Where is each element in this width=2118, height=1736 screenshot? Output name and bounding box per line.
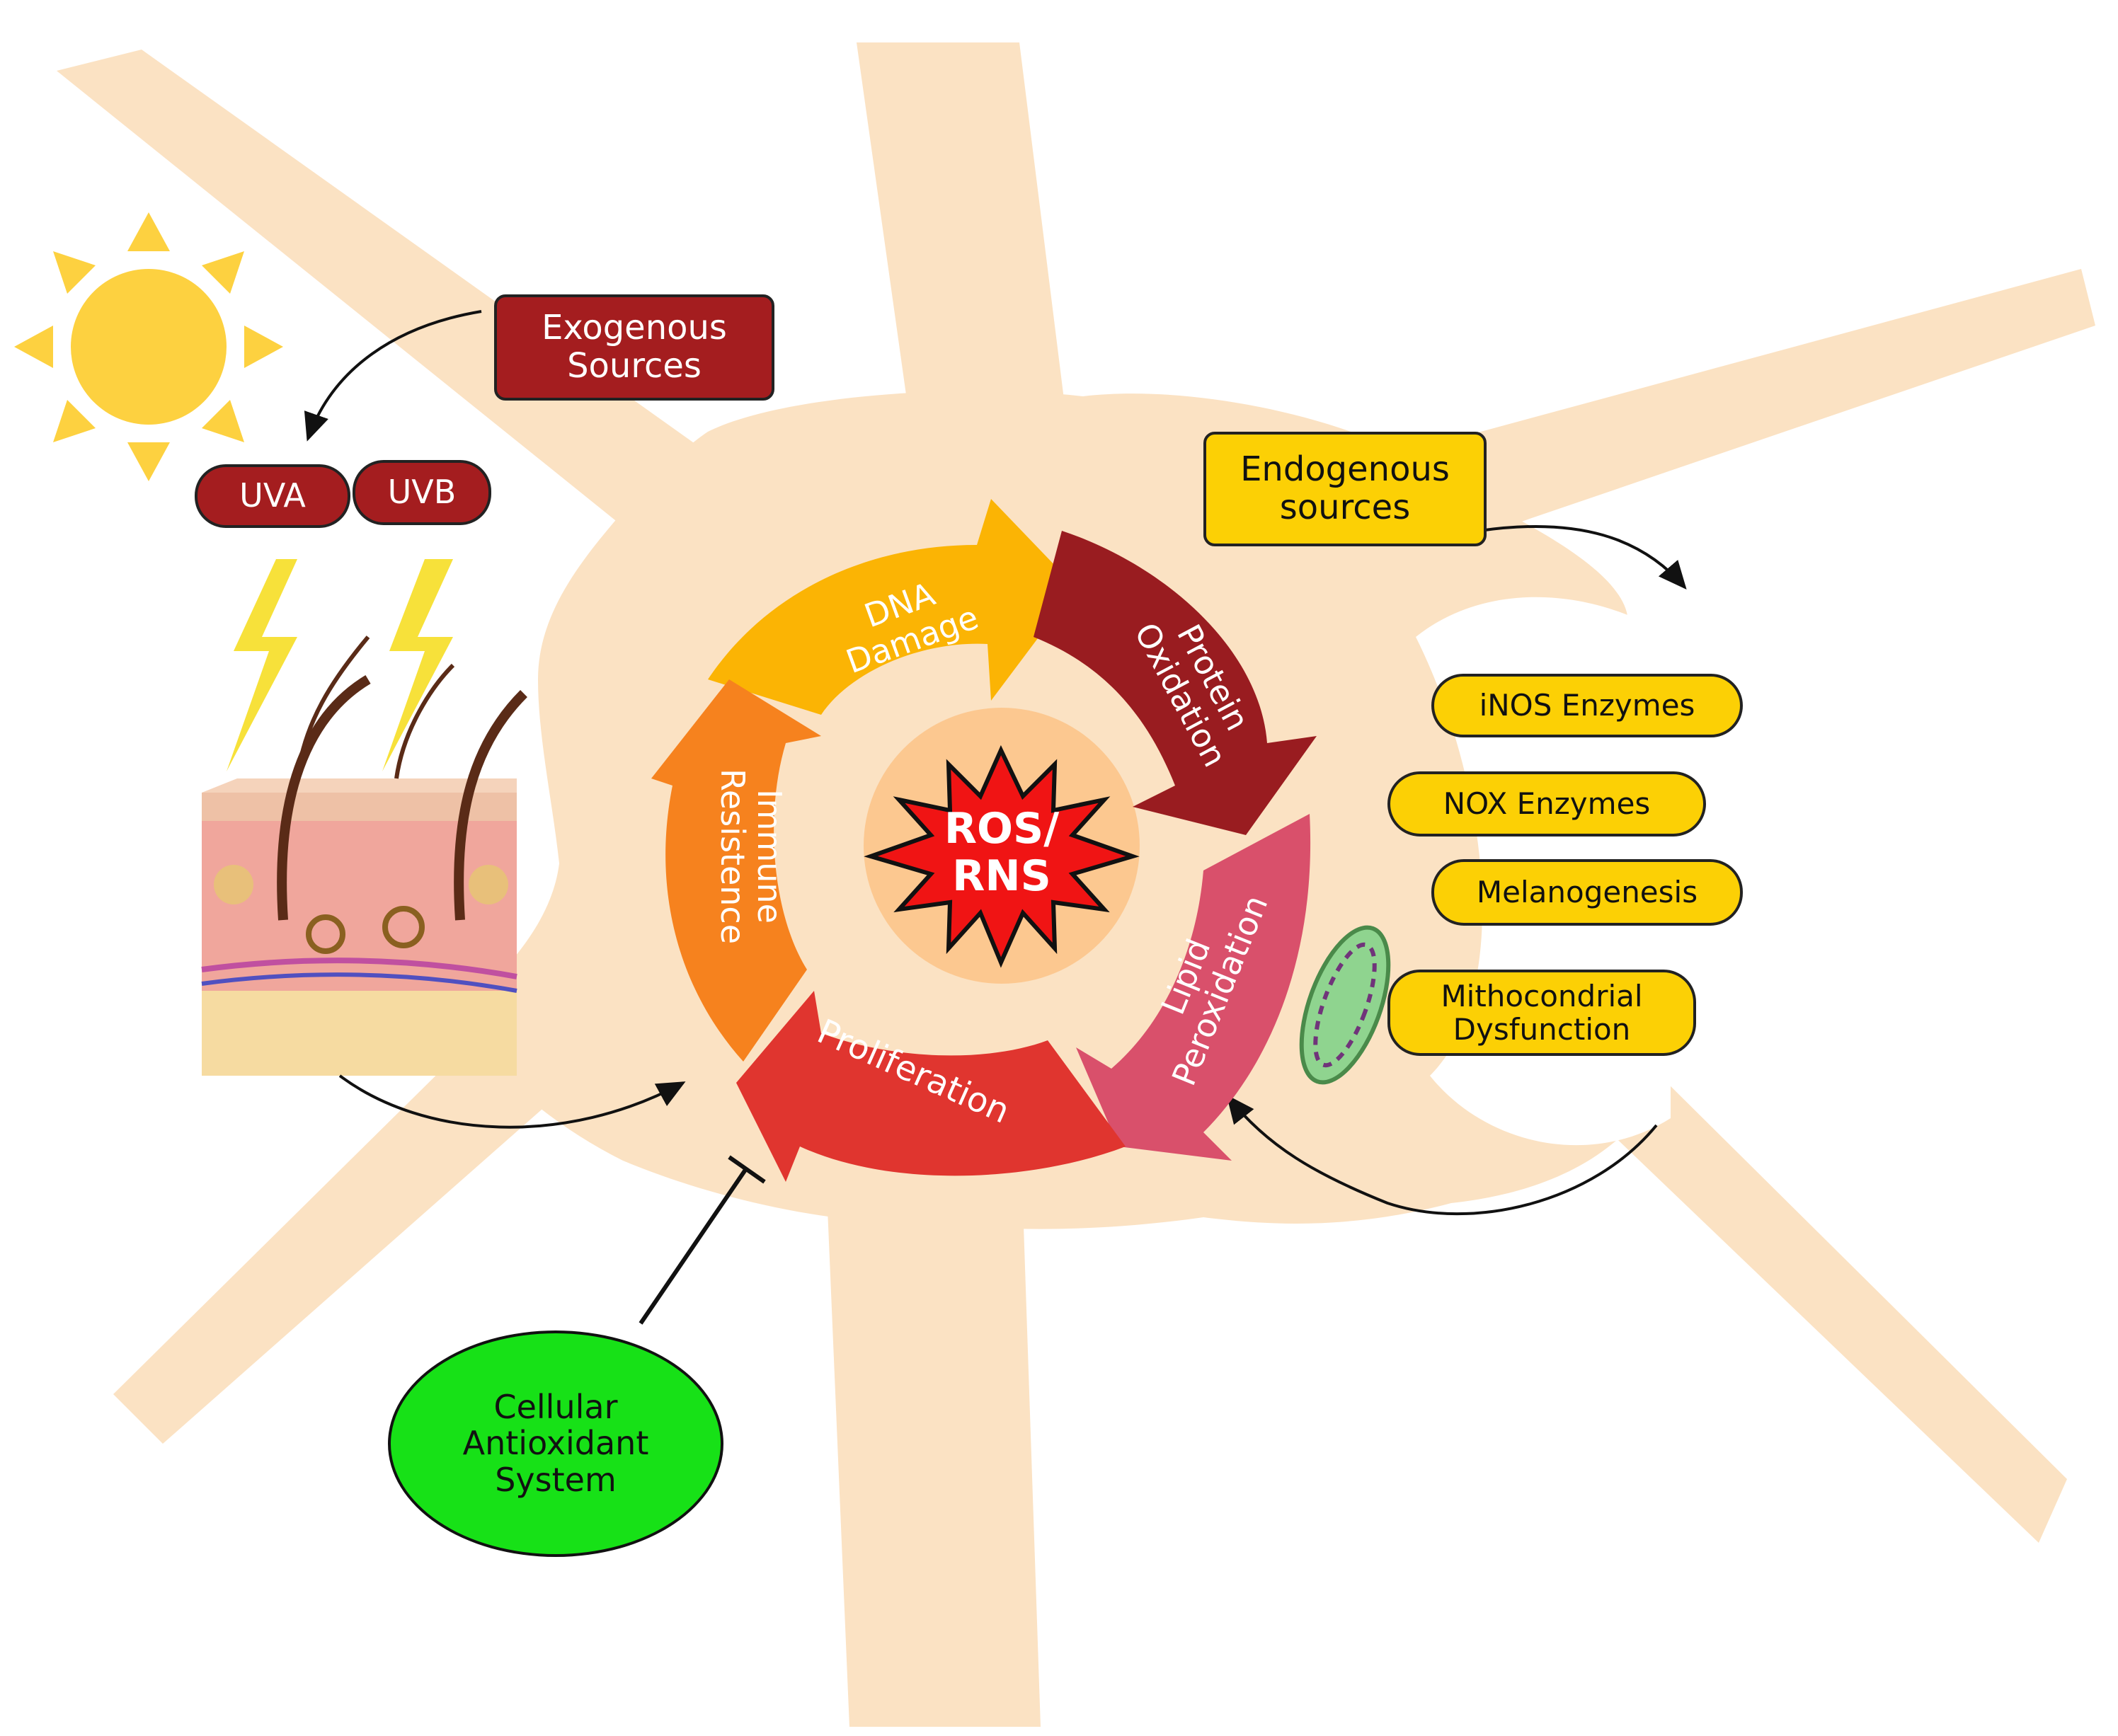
skin-to-cell-arrow: [338, 1074, 686, 1129]
immune-resistence-label: Immune Resistence: [714, 769, 789, 944]
exogenous-sources-box: Exogenous Sources: [494, 294, 774, 401]
exogenous-sources-label: Exogenous Sources: [542, 308, 727, 386]
endogenous-arrow: [1479, 524, 1687, 590]
inos-enzymes-badge: iNOS Enzymes: [1431, 674, 1743, 737]
cellular-antioxidant-system-label: Cellular Antioxidant System: [462, 1387, 649, 1499]
mitochondrial-dysfunction-badge: Mithocondrial Dysfunction: [1387, 970, 1696, 1056]
uvb-label: UVB: [387, 473, 457, 512]
sun-icon: [14, 212, 283, 481]
nox-enzymes-badge: NOX Enzymes: [1387, 771, 1706, 837]
ros-rns-label: ROS/ RNS: [944, 803, 1060, 901]
uva-badge: UVA: [195, 464, 350, 528]
melanogenesis-badge: Melanogenesis: [1431, 859, 1743, 926]
uvb-badge: UVB: [353, 460, 491, 525]
nox-enzymes-label: NOX Enzymes: [1443, 786, 1651, 822]
melanogenesis-label: Melanogenesis: [1476, 875, 1698, 910]
inhibition-line: [639, 1155, 766, 1325]
protein-oxidation-arrow: [1034, 531, 1317, 835]
cellular-antioxidant-system-oval: Cellular Antioxidant System: [388, 1330, 723, 1557]
exogenous-arrow: [304, 310, 482, 442]
skin-cross-section-icon: [201, 636, 527, 1076]
lightning-icon: [227, 559, 453, 771]
endogenous-sources-label: Endogenous sources: [1240, 449, 1450, 527]
dna-damage-arrow: [708, 499, 1076, 715]
immune-resistence-arrow: [651, 679, 821, 1062]
uva-label: UVA: [239, 476, 306, 515]
mitochondrion-icon: [1299, 925, 1391, 1085]
mitochondria-to-cell-arrow: [1226, 1094, 1658, 1216]
mitochondrial-dysfunction-label: Mithocondrial Dysfunction: [1441, 978, 1643, 1047]
ros-star: [864, 745, 1140, 968]
lipid-peroxidation-arrow: [1076, 814, 1311, 1161]
inos-enzymes-label: iNOS Enzymes: [1479, 688, 1695, 723]
proliferation-arrow: [736, 991, 1126, 1182]
endogenous-sources-box: Endogenous sources: [1203, 432, 1487, 546]
